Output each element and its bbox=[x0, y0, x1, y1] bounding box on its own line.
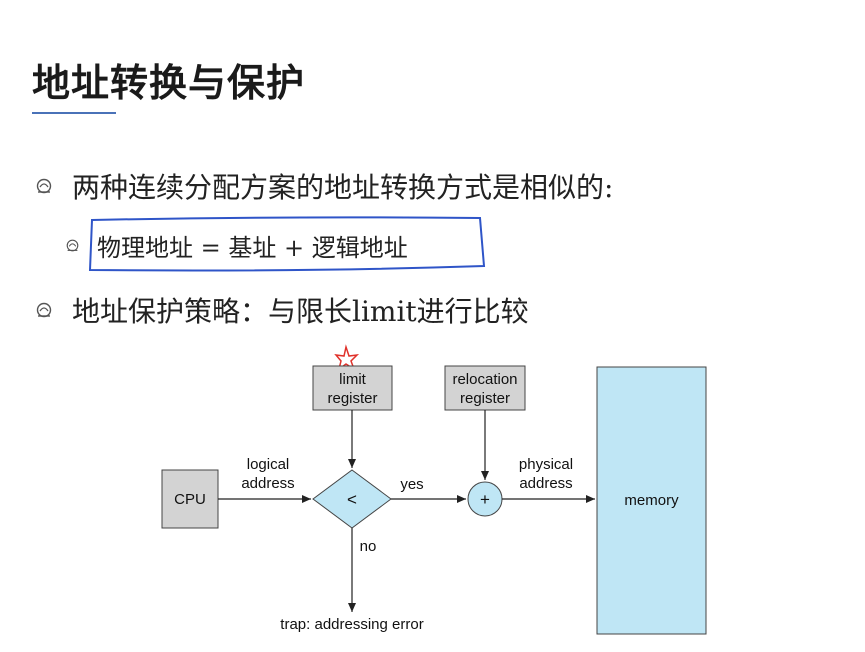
memory-label: memory bbox=[624, 492, 679, 509]
bullet-icon bbox=[36, 178, 52, 194]
logical-address-label-line2: address bbox=[241, 475, 294, 492]
limit-register-label-line1: limit bbox=[339, 371, 366, 388]
relocation-register-label-line1: relocation bbox=[452, 371, 517, 388]
cpu-box bbox=[161, 469, 219, 529]
relocation-register-label-line2: register bbox=[460, 390, 510, 407]
logical-address-label-line1: logical bbox=[247, 456, 290, 473]
relocation-register-box bbox=[444, 365, 526, 411]
bullet-text: 地址保护策略：与限长limit进行比较 bbox=[72, 295, 529, 328]
limit-register-box bbox=[312, 365, 393, 411]
yes-label: yes bbox=[400, 476, 423, 493]
bullet-item: 两种连续分配方案的地址转换方式是相似的: bbox=[36, 166, 613, 206]
limit-register-label-line2: register bbox=[327, 390, 377, 407]
cpu-label: CPU bbox=[174, 491, 206, 508]
trap-label: trap: addressing error bbox=[280, 616, 423, 633]
slide-title: 地址转换与保护 bbox=[32, 60, 306, 105]
no-label: no bbox=[360, 538, 377, 555]
bullet-icon bbox=[66, 239, 79, 252]
bullet-icon bbox=[36, 302, 52, 318]
adder-symbol: + bbox=[480, 490, 490, 509]
bullet-text: 两种连续分配方案的地址转换方式是相似的: bbox=[72, 171, 614, 204]
memory-box bbox=[596, 366, 707, 635]
comparator-symbol: < bbox=[347, 490, 357, 509]
physical-address-label-line1: physical bbox=[519, 456, 573, 473]
star-annotation bbox=[334, 344, 360, 371]
physical-address-label-line2: address bbox=[519, 475, 572, 492]
bullet-item: 地址保护策略：与限长limit进行比较 bbox=[36, 290, 529, 330]
title-underline bbox=[32, 112, 116, 114]
